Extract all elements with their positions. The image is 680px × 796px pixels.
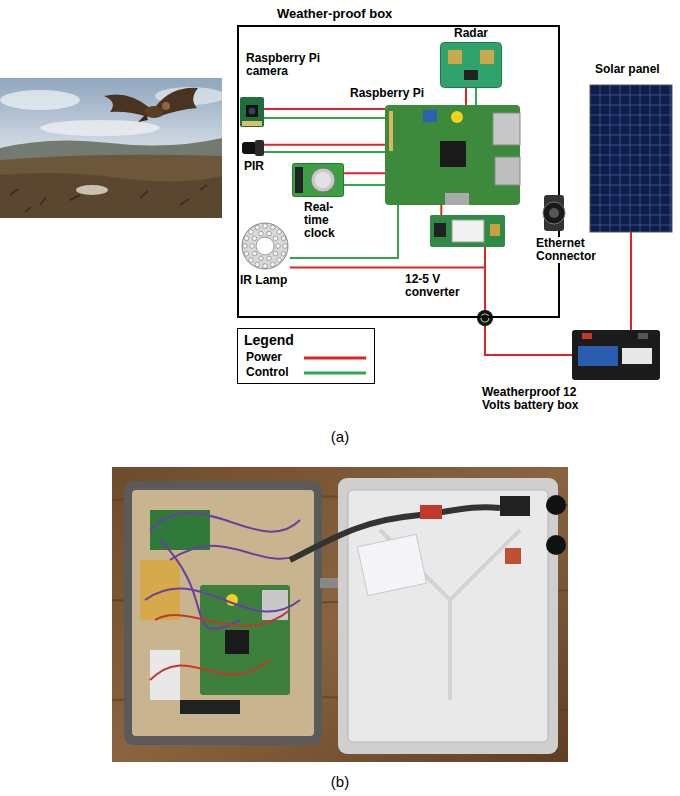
part-caption: (b) <box>310 773 370 790</box>
component-label: 12-5 V converter <box>405 273 475 299</box>
hardware-photo <box>112 467 568 762</box>
legend-title: Legend <box>244 332 294 348</box>
power-wire <box>344 172 385 174</box>
pir-sensor: PIR <box>242 140 264 156</box>
power-wire <box>264 144 385 146</box>
power-wire <box>264 108 385 110</box>
component-label: Ethernet Connector <box>534 237 602 263</box>
raspberry-pi-board: Raspberry Pi <box>385 105 520 205</box>
pir-sensor-picture <box>242 140 264 156</box>
ir-lamp: IR Lamp <box>240 222 290 270</box>
clock-module: Real- time clock <box>292 163 344 197</box>
part-caption: (a) <box>310 428 370 445</box>
raspberry-pi-board-picture <box>385 105 520 205</box>
power-wire <box>440 205 442 215</box>
legend-line-sample <box>304 368 366 378</box>
battery-box: Weatherproof 12 Volts battery box <box>572 330 660 380</box>
power-wire <box>630 232 632 330</box>
weatherproof-box: Weather-proof boxRaspberry Pi cameraRada… <box>237 25 560 318</box>
control-wire <box>264 151 385 153</box>
legend-line <box>304 357 366 360</box>
legend-text: Control <box>246 366 289 379</box>
component-label: Raspberry Pi camera <box>246 52 326 78</box>
ethernet-connector-picture <box>540 195 568 231</box>
ethernet-connector: Ethernet Connector <box>540 195 568 231</box>
component-label: Real- time clock <box>304 201 348 240</box>
component-label: Raspberry Pi <box>350 87 450 100</box>
component-label: Radar <box>454 27 514 40</box>
radar-module: Radar <box>440 42 502 88</box>
power-switch <box>477 310 493 326</box>
voltage-converter: 12-5 V converter <box>430 215 505 247</box>
eagle-photo <box>0 78 225 218</box>
legend-box: LegendPowerControl <box>237 328 375 384</box>
camera-module-picture <box>240 97 264 127</box>
solar-panel: Solar panel <box>590 85 672 232</box>
control-wire <box>264 117 385 119</box>
voltage-converter-picture <box>430 215 505 247</box>
control-wire <box>475 88 477 105</box>
legend-line-sample <box>304 353 366 363</box>
control-wire <box>344 184 385 186</box>
power-wire <box>290 247 485 268</box>
component-label: Solar panel <box>595 63 675 76</box>
component-label: PIR <box>244 160 284 173</box>
power-wire <box>465 88 467 105</box>
solar-panel-picture <box>590 85 672 232</box>
ir-lamp-picture <box>240 222 290 270</box>
legend-line <box>304 372 366 375</box>
radar-module-picture <box>440 42 502 88</box>
legend-text: Power <box>246 351 282 364</box>
component-label: IR Lamp <box>240 274 320 287</box>
component-label: Weatherproof 12 Volts battery box <box>482 386 600 412</box>
component-label: Weather-proof box <box>277 6 497 21</box>
clock-module-picture <box>292 163 344 197</box>
battery-box-picture <box>572 330 660 380</box>
camera-module: Raspberry Pi camera <box>240 97 264 127</box>
